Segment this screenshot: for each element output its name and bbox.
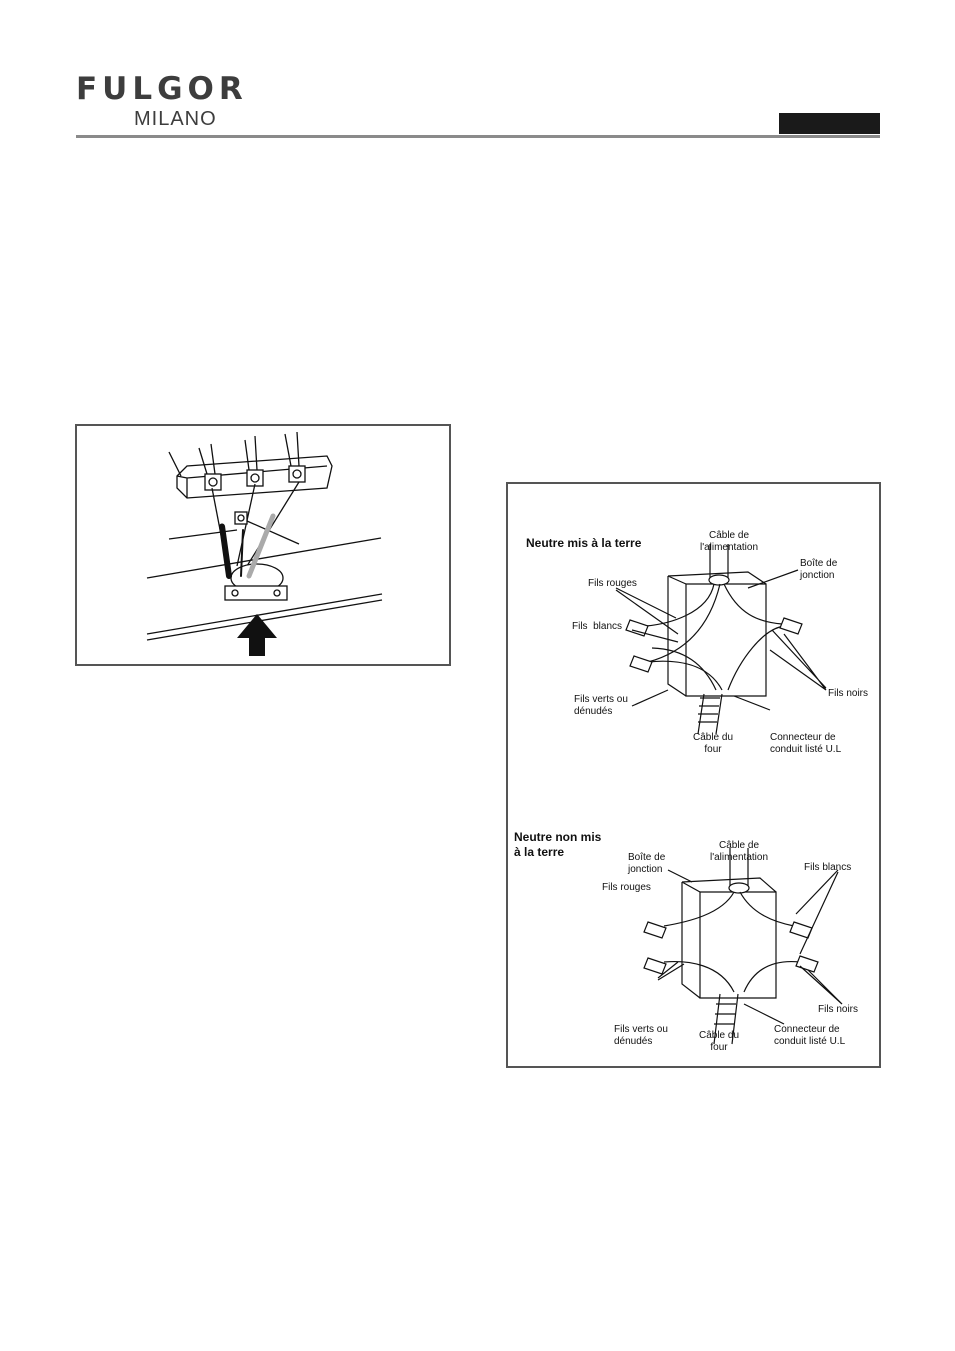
label-white-wires-2: Fils blancs [804, 862, 852, 873]
label-junction-box: Boîte de jonction [800, 558, 838, 581]
label-conduit-connector: Connecteur de conduit listé U.L [770, 732, 842, 755]
label-oven-cable: Câble du four [692, 732, 734, 755]
label-conduit-connector-2: Connecteur de conduit listé U.L [774, 1024, 846, 1047]
header-rule [76, 135, 880, 138]
label-supply-cable-2: Câble de l'alimentation [709, 840, 769, 863]
brand-logo-subtitle: MILANO [134, 108, 217, 130]
label-green-wires-2: Fils verts ou dénudés [614, 1024, 668, 1047]
terminal-block-figure [75, 424, 451, 666]
grounded-neutral-title: Neutre mis à la terre [526, 536, 642, 550]
label-junction-box-2: Boîte de jonction [628, 852, 666, 875]
header-language-tab [779, 113, 880, 134]
label-black-wires: Fils noirs [828, 688, 869, 699]
junction-box-figure: Neutre mis à la terre Câble de l'aliment… [506, 482, 881, 1068]
label-black-wires-2: Fils noirs [818, 1004, 859, 1015]
brand-logo-name: FULGOR [76, 71, 248, 107]
label-supply-cable: Câble de l'alimentation [699, 530, 759, 553]
label-green-wires: Fils verts ou dénudés [574, 694, 628, 717]
label-oven-cable-2: Câble du four [698, 1030, 740, 1053]
junction-box-illustrations [615, 544, 843, 1045]
ungrounded-neutral-title: Neutre non mis à la terre [514, 830, 602, 859]
label-red-wires: Fils rouges [588, 578, 637, 589]
label-red-wires-2: Fils rouges [602, 882, 651, 893]
label-white-wires: Fils blancs [572, 621, 623, 632]
terminal-block-illustration [146, 431, 383, 656]
